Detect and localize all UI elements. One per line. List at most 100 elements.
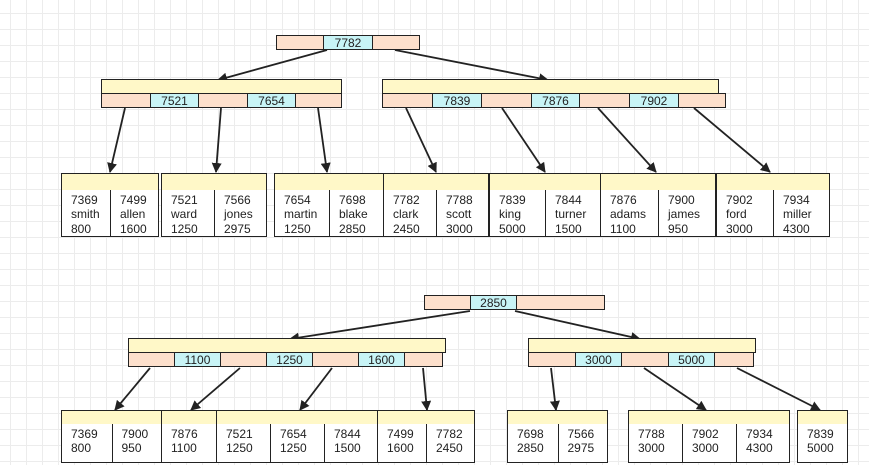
leaf-value: 5000: [499, 221, 526, 236]
root-pointer-cell: [372, 35, 420, 50]
internal-key-cell: 3000: [574, 352, 623, 367]
pointer-arrow: [394, 49, 549, 84]
internal-node-header: [382, 79, 719, 94]
leaf-value: scott: [446, 207, 472, 221]
leaf-value: martin: [284, 207, 318, 221]
pointer-arrow: [501, 107, 546, 173]
leaf-value: 7369: [71, 426, 98, 441]
root-key-cell: 7782: [322, 35, 374, 50]
pointer-arrow: [405, 107, 437, 173]
leaf-node-header: [600, 173, 716, 191]
leaf-value: 2975: [224, 221, 251, 236]
leaf-value: 7788: [446, 192, 473, 207]
leaf-value: 1100: [610, 221, 636, 236]
leaf-divider: [324, 423, 325, 462]
internal-pointer-cell: [579, 93, 630, 108]
internal-node-header: [528, 338, 756, 353]
leaf-node-header: [383, 173, 489, 191]
internal-pointer-cell: [101, 93, 151, 108]
leaf-divider: [426, 423, 427, 462]
leaf-divider: [557, 423, 559, 462]
leaf-value: 7839: [499, 192, 526, 207]
pointer-arrow: [643, 367, 707, 411]
leaf-divider: [736, 423, 737, 462]
internal-pointer-cell: [312, 352, 359, 367]
internal-node-header: [128, 338, 446, 353]
internal-key-cell: 5000: [667, 352, 716, 367]
pointer-arrow: [107, 107, 126, 173]
leaf-divider: [214, 189, 215, 236]
pointer-arrow: [289, 310, 471, 343]
internal-key-cell: 7902: [628, 93, 680, 108]
pointer-arrow: [693, 107, 771, 173]
leaf-value: king: [499, 207, 522, 221]
leaf-node-header: [716, 173, 830, 191]
leaf-value: 950: [668, 221, 689, 236]
leaf-value: 3000: [446, 221, 473, 236]
leaf-value: 7566: [567, 426, 595, 441]
internal-key-cell: 7876: [530, 93, 581, 108]
internal-pointer-cell: [678, 93, 726, 108]
internal-key-cell: 1600: [357, 352, 406, 367]
leaf-value: 5000: [807, 441, 834, 455]
root-pointer-cell: [424, 295, 471, 310]
leaf-value: jones: [224, 207, 253, 221]
leaf-value: 7876: [171, 426, 198, 441]
pointer-arrow: [299, 367, 333, 411]
leaf-value: 7654: [284, 192, 311, 207]
leaf-value: 3000: [638, 441, 665, 455]
leaf-value: miller: [783, 207, 812, 221]
leaf-value: 4300: [783, 221, 810, 236]
leaf-value: 2850: [517, 441, 544, 455]
leaf-divider: [111, 423, 113, 462]
pointer-arrow: [736, 367, 821, 411]
pointer-arrow: [514, 310, 641, 342]
leaf-value: 7844: [555, 192, 582, 207]
internal-pointer-cell: [128, 352, 175, 367]
leaf-divider: [773, 189, 774, 236]
leaf-value: smith: [71, 207, 100, 221]
internal-pointer-cell: [382, 93, 433, 108]
internal-pointer-cell: [481, 93, 532, 108]
leaf-node-header: [489, 173, 601, 191]
pointer-arrow: [317, 107, 331, 173]
leaf-value: 3000: [692, 441, 719, 455]
leaf-value: 1500: [334, 441, 361, 455]
leaf-value: 1100: [171, 441, 197, 455]
leaf-value: 7934: [746, 426, 773, 441]
leaf-value: 1500: [555, 221, 582, 236]
leaf-value: 7788: [638, 426, 665, 441]
pointer-arrow: [597, 107, 657, 173]
internal-key-cell: 1250: [265, 352, 314, 367]
leaf-value: james: [668, 207, 701, 221]
leaf-value: 7844: [334, 426, 361, 441]
leaf-value: 2975: [567, 441, 595, 455]
leaf-value: 7839: [807, 426, 834, 441]
leaf-value: allen: [120, 207, 146, 221]
pointer-arrow: [421, 367, 432, 411]
leaf-value: 7934: [783, 192, 810, 207]
internal-key-cell: 1100: [173, 352, 222, 367]
leaf-node-header: [274, 173, 384, 191]
leaf-value: 2450: [393, 221, 420, 236]
leaf-value: 950: [121, 441, 142, 455]
leaf-value: 2450: [436, 441, 463, 455]
leaf-value: 7654: [280, 426, 307, 441]
leaf-divider: [329, 189, 330, 236]
leaf-value: 7521: [171, 192, 198, 207]
internal-pointer-cell: [198, 93, 248, 108]
leaf-value: 7876: [610, 192, 637, 207]
leaf-value: 7902: [726, 192, 753, 207]
leaf-value: 7782: [393, 192, 420, 207]
leaf-value: 7566: [224, 192, 251, 207]
